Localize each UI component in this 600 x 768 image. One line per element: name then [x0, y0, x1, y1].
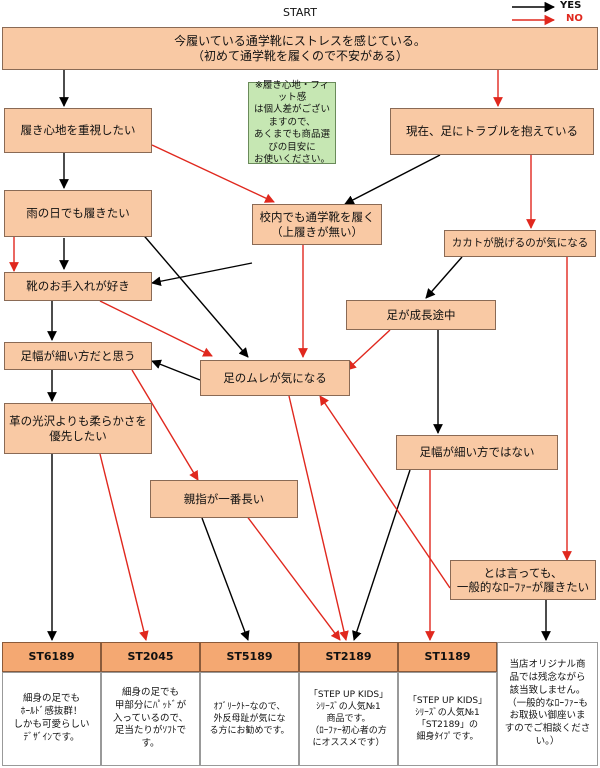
- edge-q10-r4: [288, 395, 349, 641]
- edge-q13-r3: [201, 517, 250, 641]
- edge-q3-q5: [344, 154, 441, 205]
- result-code-3: ST5189: [200, 642, 299, 672]
- question-big-toe[interactable]: 親指が一番長い: [150, 480, 298, 518]
- result-code-2: ST2045: [101, 642, 200, 672]
- edge-q5-q7: [151, 262, 253, 287]
- question-foot-trouble[interactable]: 現在、足にトラブルを抱えている: [390, 108, 594, 155]
- edge-q2-q5: [151, 144, 275, 203]
- result-code-1: ST6189: [2, 642, 101, 672]
- question-heel-slip[interactable]: カカトが脱げるのが気になる: [444, 230, 596, 257]
- question-comfort[interactable]: 履き心地を重視したい: [4, 108, 152, 153]
- question-growing-feet[interactable]: 足が成長途中: [346, 300, 496, 330]
- result-code-4: ST2189: [299, 642, 398, 672]
- result-desc-4: 「STEP UP KIDS」 ｼﾘｰｽﾞの人気№1 商品です。 （ﾛｰﾌｧｰ初心…: [299, 672, 398, 766]
- edge-q14-q10: [319, 395, 451, 589]
- note-fit-disclaimer: ※履き心地・フィット感 は個人差がござい ますので、 あくまでも商品選 びの目安…: [248, 80, 336, 165]
- question-indoor-use[interactable]: 校内でも通学靴を履く （上履きが無い）: [252, 204, 382, 245]
- edge-q13-r4: [245, 514, 341, 641]
- result-desc-5: 「STEP UP KIDS」 ｼﾘｰｽﾞの人気№1 「ST2189」の 細身ﾀｲ…: [398, 672, 497, 766]
- result-desc-1: 細身の足でも ﾎｰﾙﾄﾞ感抜群！ しかも可愛らしい ﾃﾞｻﾞｲﾝです。: [2, 672, 101, 766]
- question-shoe-care[interactable]: 靴のお手入れが好き: [4, 272, 152, 301]
- question-narrow-feet[interactable]: 足幅が細い方だと思う: [4, 342, 152, 370]
- edge-q12-r4: [352, 469, 411, 641]
- edge-q11-r2: [99, 453, 149, 641]
- result-desc-2: 細身の足でも 甲部分にﾊﾟｯﾄﾞが 入っているので、 足当たりがｿﾌﾄで す。: [101, 672, 200, 766]
- legend-no: NO: [566, 13, 583, 24]
- result-desc-none: 当店オリジナル商 品では残念ながら 該当致しません。 （一般的なﾛｰﾌｧｰも お…: [497, 642, 598, 766]
- question-regular-loafer[interactable]: とは言っても、 一般的なﾛｰﾌｧｰが履きたい: [450, 560, 596, 600]
- edge-q8-q10: [346, 329, 391, 371]
- edge-q4-q10: [139, 230, 249, 358]
- question-stress[interactable]: 今履いている通学靴にストレスを感じている。 （初めて通学靴を履くので不安がある）: [2, 27, 598, 70]
- question-softness[interactable]: 革の光沢よりも柔らかさを 優先したい: [4, 403, 152, 454]
- question-sweaty-feet[interactable]: 足のムレが気になる: [200, 360, 350, 396]
- start-label: START: [240, 2, 360, 24]
- question-rainy-day[interactable]: 雨の日でも履きたい: [4, 190, 152, 237]
- legend-yes: YES: [560, 0, 582, 11]
- result-desc-3: ｵﾌﾞﾘｰｸﾄｰなので、 外反母趾が気にな る方にお勧めです。: [200, 672, 299, 766]
- edge-q9-q13: [131, 369, 199, 481]
- result-code-5: ST1189: [398, 642, 497, 672]
- edge-q6-q8: [425, 256, 463, 299]
- edge-q7-q10: [99, 300, 213, 357]
- question-wide-feet[interactable]: 足幅が細い方ではない: [396, 435, 558, 470]
- edge-q10-q9: [151, 359, 201, 381]
